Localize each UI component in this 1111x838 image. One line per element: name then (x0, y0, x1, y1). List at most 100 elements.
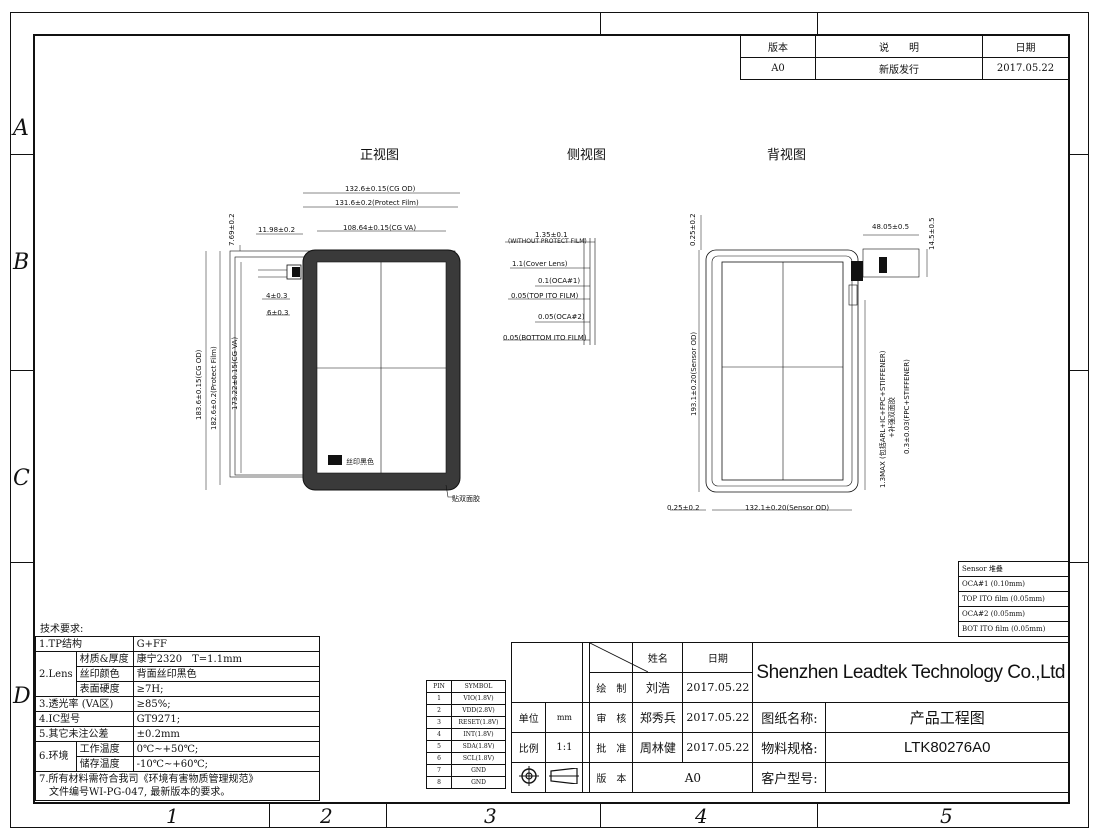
tb-spec-label: 物料规格: (752, 732, 827, 763)
zone-divider (269, 804, 270, 828)
pin-num: 1 (426, 692, 452, 705)
projection-symbol-2 (545, 762, 584, 793)
tech-sublabel: 材质&厚度 (75, 651, 134, 667)
zone-divider (386, 804, 387, 828)
back-fpc-note: 0.3±0.03(FPC+STIFFENER) (903, 359, 911, 454)
tb-approve-label: 批 准 (589, 732, 634, 763)
tech-value: -10℃~+60℃; (132, 756, 321, 772)
side-total-note: (WITHOUT PROTECT FILM) (508, 238, 587, 245)
rev-desc: 新版发行 (815, 57, 983, 80)
tech-label: 2.Lens (35, 651, 77, 697)
outer-frame (10, 12, 1089, 828)
tb-version-label: 版 本 (589, 762, 634, 793)
back-left-offset: 0.25±0.2 (667, 504, 700, 512)
tb-approve-date: 2017.05.22 (682, 732, 754, 763)
pin-num: 7 (426, 764, 452, 777)
zone-number-2: 2 (320, 804, 333, 828)
zone-divider (817, 804, 818, 828)
pin-symbol: GND (451, 764, 506, 777)
tech-note-line-1: 7.所有材料需符合我司《环境有害物质管理规范》 (39, 774, 259, 785)
tb-unit-value: mm (545, 702, 584, 733)
tb-scale-label: 比例 (510, 732, 547, 763)
tb-scale-value: 1:1 (545, 732, 584, 763)
zone-divider (1070, 562, 1089, 563)
tb-spacer (582, 702, 591, 733)
dim-cg-va-width: 108.64±0.15(CG VA) (343, 224, 417, 232)
back-fpc-width: 48.05±0.5 (872, 223, 910, 231)
rev-header-version: 版本 (740, 35, 816, 58)
pin-header: PIN (426, 680, 452, 693)
zone-number-1: 1 (166, 804, 179, 828)
rev-header-date: 日期 (982, 35, 1069, 58)
zone-divider (1070, 154, 1089, 155)
pin-symbol: SDA(1.8V) (451, 740, 506, 753)
zone-number-5: 5 (940, 804, 953, 828)
diagonal-icon (590, 643, 649, 672)
revision-table: 版本 说 明 日期 A0 新版发行 2017.05.22 (740, 35, 1069, 80)
back-fpc-height: 14.5±0.5 (928, 217, 936, 250)
tb-diag (589, 642, 649, 673)
zone-divider (10, 370, 33, 371)
tech-value: 背面丝印黑色 (132, 666, 321, 682)
dim-protect-width: 131.6±0.2(Protect Film) (335, 199, 419, 207)
side-view-title: 侧视图 (567, 148, 607, 163)
company-name: Shenzhen Leadtek Technology Co.,Ltd (752, 642, 1069, 703)
tb-draw-date: 2017.05.22 (682, 672, 754, 703)
tb-approver: 周林健 (632, 732, 684, 763)
tb-drawing-name-label: 图纸名称: (752, 702, 827, 733)
dim-protect-height: 182.6±0.2(Protect Film) (210, 346, 218, 430)
stack-row: TOP ITO film (0.05mm) (958, 591, 1069, 607)
cone-icon (549, 767, 580, 785)
dim-cg-od-height: 183.6±0.15(CG OD) (195, 349, 203, 420)
tech-label: 4.IC型号 (35, 711, 134, 727)
zone-letter-c: C (13, 466, 30, 491)
tb-drawer: 刘浩 (632, 672, 684, 703)
zone-divider (10, 562, 33, 563)
rev-version: A0 (740, 57, 816, 80)
side-layer-1: 1.1(Cover Lens) (512, 260, 568, 268)
tech-sublabel: 表面硬度 (75, 681, 134, 697)
zone-letter-a: A (13, 116, 29, 141)
pin-symbol: VIO(1.8V) (451, 692, 506, 705)
dim-cg-va-height: 173.22±0.15(CG VA) (231, 336, 239, 410)
sensor-stack-table: Sensor 堆叠 OCA#1 (0.10mm) TOP ITO film (0… (958, 561, 1069, 637)
tb-draw-label: 绘 制 (589, 672, 634, 703)
tech-title: 技术要求: (40, 624, 84, 635)
tb-unit-label: 单位 (510, 702, 547, 733)
zone-letter-d: D (13, 684, 31, 709)
tb-blank (582, 642, 591, 703)
tb-blank (510, 642, 584, 703)
zone-divider (10, 154, 33, 155)
back-view-title: 背视图 (767, 148, 807, 163)
projection-symbol (510, 762, 547, 793)
pin-symbol: VDD(2.8V) (451, 704, 506, 717)
tb-date-header: 日期 (682, 642, 754, 673)
tb-review-label: 审 核 (589, 702, 634, 733)
stack-row: OCA#1 (0.10mm) (958, 576, 1069, 592)
side-layer-4: 0.05(OCA#2) (538, 313, 585, 321)
tech-value: ≥7H; (132, 681, 321, 697)
zone-divider (600, 12, 601, 34)
tech-sublabel: 工作温度 (75, 741, 134, 757)
back-ic-note-2: +补强双面胶 (888, 397, 896, 438)
dim-4: 4±0.3 (266, 292, 288, 300)
tech-value: 0℃~+50℃; (132, 741, 321, 757)
side-total: 1.35±0.1 (535, 231, 568, 239)
dim-offset-left: 11.98±0.2 (258, 226, 296, 234)
stack-row: BOT ITO film (0.05mm) (958, 621, 1069, 637)
tech-value: ≥85%; (132, 696, 321, 712)
crosshair-icon (518, 766, 539, 786)
tb-reviewer: 郑秀兵 (632, 702, 684, 733)
tb-spec: LTK80276A0 (825, 732, 1069, 763)
tech-label: 5.其它未注公差 (35, 726, 134, 742)
dim-offset-top: 7.69±0.2 (228, 213, 236, 246)
tb-review-date: 2017.05.22 (682, 702, 754, 733)
pin-num: 3 (426, 716, 452, 729)
tb-spacer (582, 762, 591, 793)
back-top-offset: 0.25±0.2 (689, 213, 697, 246)
pin-num: 6 (426, 752, 452, 765)
zone-letter-b: B (13, 250, 30, 275)
zone-number-3: 3 (484, 804, 497, 828)
zone-number-4: 4 (695, 804, 708, 828)
